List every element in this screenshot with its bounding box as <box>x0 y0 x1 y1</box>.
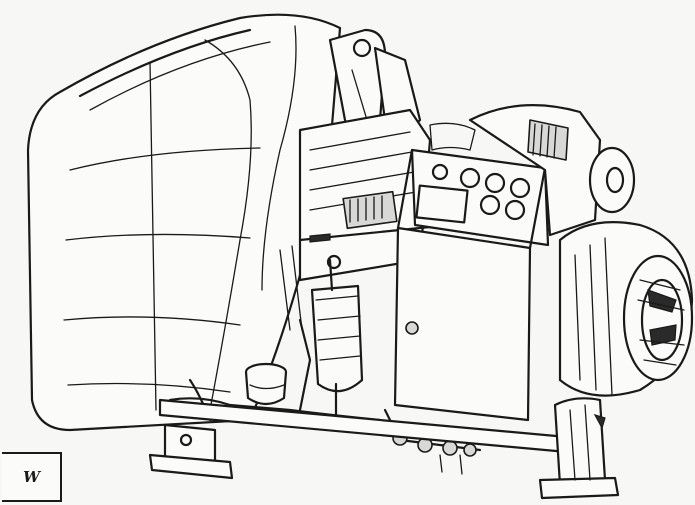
filter-canister <box>310 254 364 422</box>
fan-housing <box>558 221 694 397</box>
strainer-cup <box>244 362 288 406</box>
corner-label-text: W <box>23 468 40 486</box>
alternator <box>429 104 636 237</box>
front-housing <box>26 13 342 432</box>
piping <box>168 245 482 475</box>
corner-label-box: W <box>2 452 62 502</box>
base-frame <box>148 397 620 500</box>
control-panel <box>393 148 550 422</box>
